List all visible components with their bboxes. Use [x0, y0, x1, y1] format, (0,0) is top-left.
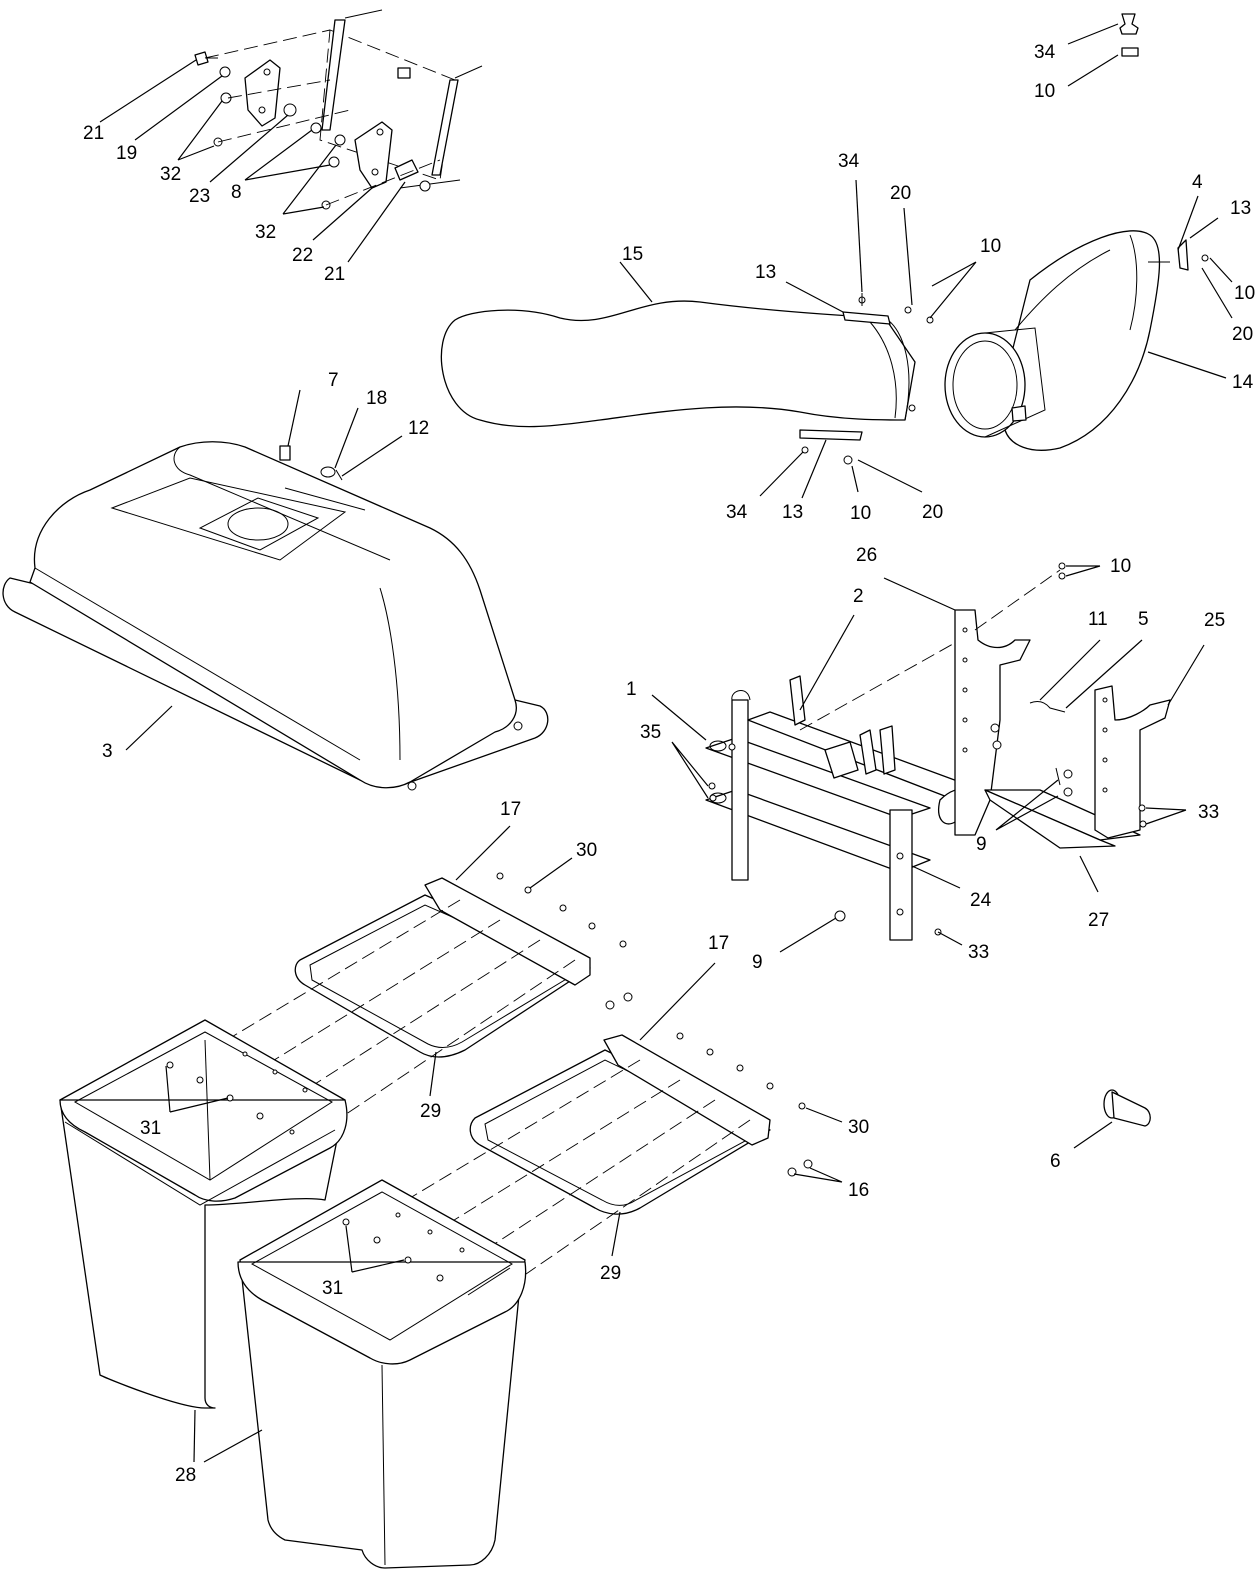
callout: 1 — [626, 679, 637, 700]
hitch-pin — [1103, 1089, 1151, 1127]
callout: 26 — [856, 545, 877, 566]
side-plates — [954, 562, 1171, 849]
callout: 10 — [850, 503, 871, 524]
callout: 29 — [600, 1263, 621, 1284]
callout: 22 — [292, 245, 313, 266]
callout: 10 — [1110, 556, 1131, 577]
callout: 18 — [366, 388, 387, 409]
bag-frame-lower — [389, 1032, 813, 1286]
callout: 21 — [324, 264, 345, 285]
callout: 6 — [1050, 1151, 1061, 1172]
callout: 20 — [1232, 324, 1253, 345]
callout: 23 — [189, 186, 210, 207]
callout: 25 — [1204, 610, 1225, 631]
callout: 19 — [116, 143, 137, 164]
callout: 31 — [322, 1278, 343, 1299]
callout: 10 — [1034, 81, 1055, 102]
callout: 10 — [1234, 283, 1255, 304]
callout: 29 — [420, 1101, 441, 1122]
callout: 16 — [848, 1180, 869, 1201]
callout: 34 — [726, 502, 748, 523]
deflector-chute — [944, 230, 1209, 451]
callout: 5 — [1138, 609, 1149, 630]
callout: 8 — [231, 182, 242, 203]
grass-bag-front — [237, 1179, 527, 1569]
callout: 32 — [160, 164, 181, 185]
callout: 21 — [83, 123, 104, 144]
grass-bag-rear — [59, 1019, 348, 1409]
leader-lines — [99, 23, 1233, 1463]
callout: 30 — [848, 1117, 869, 1138]
callout: 17 — [708, 933, 729, 954]
callout: 7 — [328, 370, 339, 391]
callout: 24 — [970, 890, 992, 911]
callout: 34 — [838, 151, 860, 172]
callout: 13 — [782, 502, 803, 523]
callout: 32 — [255, 222, 276, 243]
callout: 17 — [500, 799, 521, 820]
callout: 33 — [968, 942, 989, 963]
callout: 27 — [1088, 910, 1109, 931]
callout-labels: 21 19 32 23 8 32 22 21 34 10 15 34 20 10… — [83, 42, 1255, 1486]
callout: 31 — [140, 1118, 161, 1139]
callout: 12 — [408, 418, 429, 439]
callout: 13 — [755, 262, 776, 283]
callout: 20 — [890, 183, 911, 204]
hopper-cover — [2, 441, 549, 791]
callout: 3 — [102, 741, 113, 762]
callout: 34 — [1034, 42, 1056, 63]
callout: 28 — [175, 1465, 196, 1486]
callout: 14 — [1232, 372, 1254, 393]
callout: 11 — [1088, 609, 1108, 630]
bag-frame-upper — [209, 872, 633, 1126]
callout: 35 — [640, 722, 661, 743]
callout: 2 — [853, 586, 864, 607]
callout: 15 — [622, 244, 643, 265]
callout: 20 — [922, 502, 943, 523]
frame-assembly — [705, 639, 974, 941]
callout: 13 — [1230, 198, 1251, 219]
discharge-tube — [440, 293, 934, 465]
callout: 30 — [576, 840, 597, 861]
callout: 33 — [1198, 802, 1219, 823]
mount-detail — [194, 9, 483, 210]
callout: 9 — [752, 952, 763, 973]
callout: 10 — [980, 236, 1001, 257]
spare-hardware — [1119, 13, 1139, 57]
callout: 9 — [976, 834, 987, 855]
callout: 4 — [1192, 172, 1203, 193]
frame-hardware — [708, 782, 1147, 936]
